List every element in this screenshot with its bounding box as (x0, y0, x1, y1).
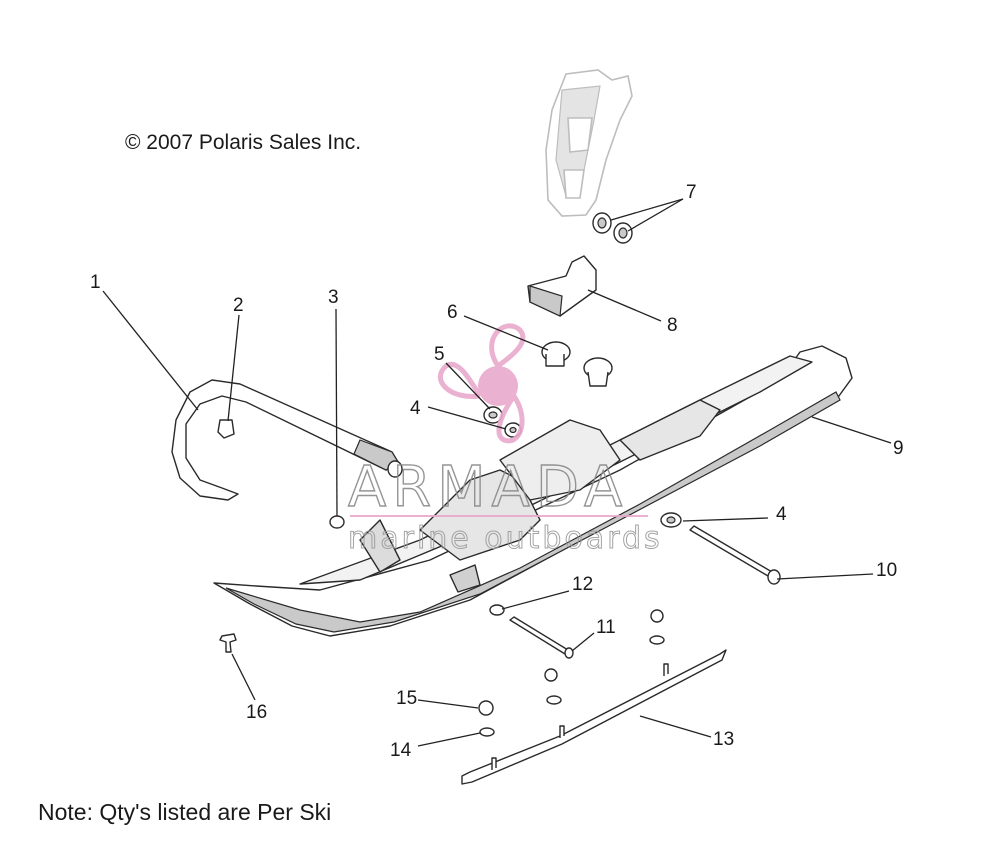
part-11-pin (509, 616, 574, 659)
part-4-washer-lower (660, 512, 682, 528)
callout-labels: 1 2 3 4 5 6 7 8 9 4 10 12 11 13 14 15 16 (90, 182, 904, 761)
callout-9: 9 (893, 438, 904, 459)
callout-1: 1 (90, 272, 101, 293)
part-7-bushings (592, 212, 633, 244)
copyright-text: © 2007 Polaris Sales Inc. (125, 131, 361, 154)
quantity-note: Note: Qty's listed are Per Ski (38, 799, 331, 825)
callout-10: 10 (876, 560, 897, 581)
part-15-nut (478, 700, 494, 716)
callout-4a: 4 (410, 398, 421, 419)
callout-15: 15 (396, 688, 417, 709)
part-5-nut (483, 406, 503, 424)
part-8-stopper (527, 255, 597, 317)
callout-12: 12 (572, 574, 593, 595)
callout-16: 16 (246, 702, 267, 723)
callout-6: 6 (447, 302, 458, 323)
wear-bar-hardware (544, 609, 665, 705)
watermark-logo: ARMADA marine outboards (347, 323, 663, 557)
part-16-rivet (219, 633, 237, 653)
spindle-ghost (545, 69, 633, 217)
part-3-nut (329, 515, 345, 529)
callout-7: 7 (686, 182, 697, 203)
callout-4b: 4 (776, 504, 787, 525)
part-13-wear-bar (461, 649, 727, 785)
callout-13: 13 (713, 729, 734, 750)
watermark-hub (478, 366, 518, 406)
callout-14: 14 (390, 740, 412, 761)
callout-2: 2 (233, 295, 244, 316)
part-10-bolt (689, 525, 781, 585)
callout-5: 5 (434, 344, 445, 365)
callout-3: 3 (328, 287, 339, 308)
part-2-bolt (217, 419, 235, 439)
part-1-ski-loop (171, 379, 403, 501)
part-12-washer (489, 604, 505, 616)
callout-11: 11 (596, 617, 616, 638)
callout-8: 8 (667, 315, 678, 336)
part-6-bushing (541, 341, 613, 387)
watermark-tagline: marine outboards (348, 521, 663, 556)
watermark-brand: ARMADA (348, 455, 628, 520)
leader-lines (102, 198, 892, 747)
part-14-washer (479, 727, 495, 737)
